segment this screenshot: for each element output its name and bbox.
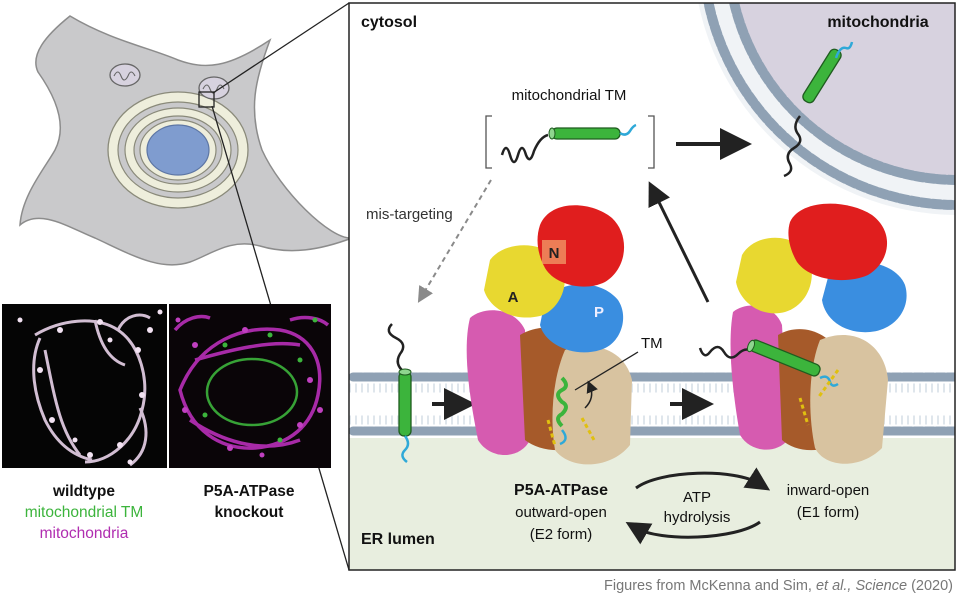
zoom-box xyxy=(198,91,215,108)
knockout-label-line1: P5A-ATPase xyxy=(203,483,294,500)
wildtype-label: wildtype xyxy=(52,483,115,500)
cell-cartoon xyxy=(19,2,353,571)
domain-n-label: N xyxy=(549,245,560,262)
mito-inserted-tm xyxy=(783,41,854,178)
mis-targeting-label: mis-targeting xyxy=(366,206,453,223)
p5a-atpase-label: P5A-ATPase xyxy=(514,482,608,499)
knockout-label-line2: knockout xyxy=(215,504,284,521)
micrographs xyxy=(2,304,331,468)
tm-pointer xyxy=(574,351,639,391)
micrograph-wildtype xyxy=(2,304,167,468)
atpase-inward-open xyxy=(698,203,907,464)
mito-tm-label: mitochondrial TM xyxy=(512,87,627,104)
atpase-outward-open xyxy=(466,205,632,465)
e2-form-label: (E2 form) xyxy=(530,526,593,543)
mis-targeting-arrow xyxy=(417,179,492,303)
free-tm-protein xyxy=(500,123,637,164)
domain-a-label: A xyxy=(508,289,519,306)
domain-n xyxy=(537,205,625,287)
mitochondria-membrane xyxy=(698,3,955,215)
outward-open-label: outward-open xyxy=(515,504,607,521)
e1-form-label: (E1 form) xyxy=(797,504,860,521)
figure-caption: Figures from McKenna and Sim, et al., Sc… xyxy=(604,578,953,594)
domain-p xyxy=(540,284,624,353)
er-mistargeted-tm xyxy=(387,323,412,463)
domain-tan xyxy=(552,346,632,465)
mitochondria-label: mitochondria xyxy=(827,14,928,31)
cycle-arrow-bottom xyxy=(625,520,761,545)
legend-magenta-label: mitochondria xyxy=(40,525,129,542)
caption-year: (2020) xyxy=(907,578,953,594)
nucleus xyxy=(146,124,210,176)
atp-label: ATP xyxy=(683,489,711,506)
domain-magenta xyxy=(466,310,530,455)
caption-etal: et al., Science xyxy=(815,578,908,594)
er-lumen-label: ER lumen xyxy=(361,531,435,548)
caption-prefix: Figures from McKenna and Sim, xyxy=(604,578,816,594)
hydrolysis-label: hydrolysis xyxy=(664,509,731,526)
cycle-arrow-top xyxy=(635,467,771,491)
zoom-panel xyxy=(349,3,955,570)
bracket-left xyxy=(485,115,492,169)
legend-green-label: mitochondrial TM xyxy=(25,504,144,521)
domain-p-label: P xyxy=(594,304,604,321)
mitochondrion-left-icon xyxy=(109,63,141,87)
arrow-release-up xyxy=(648,181,710,303)
bracket-right xyxy=(648,115,655,169)
inward-open-label: inward-open xyxy=(787,482,870,499)
tm-label: TM xyxy=(641,335,663,352)
cytosol-label: cytosol xyxy=(361,14,417,31)
